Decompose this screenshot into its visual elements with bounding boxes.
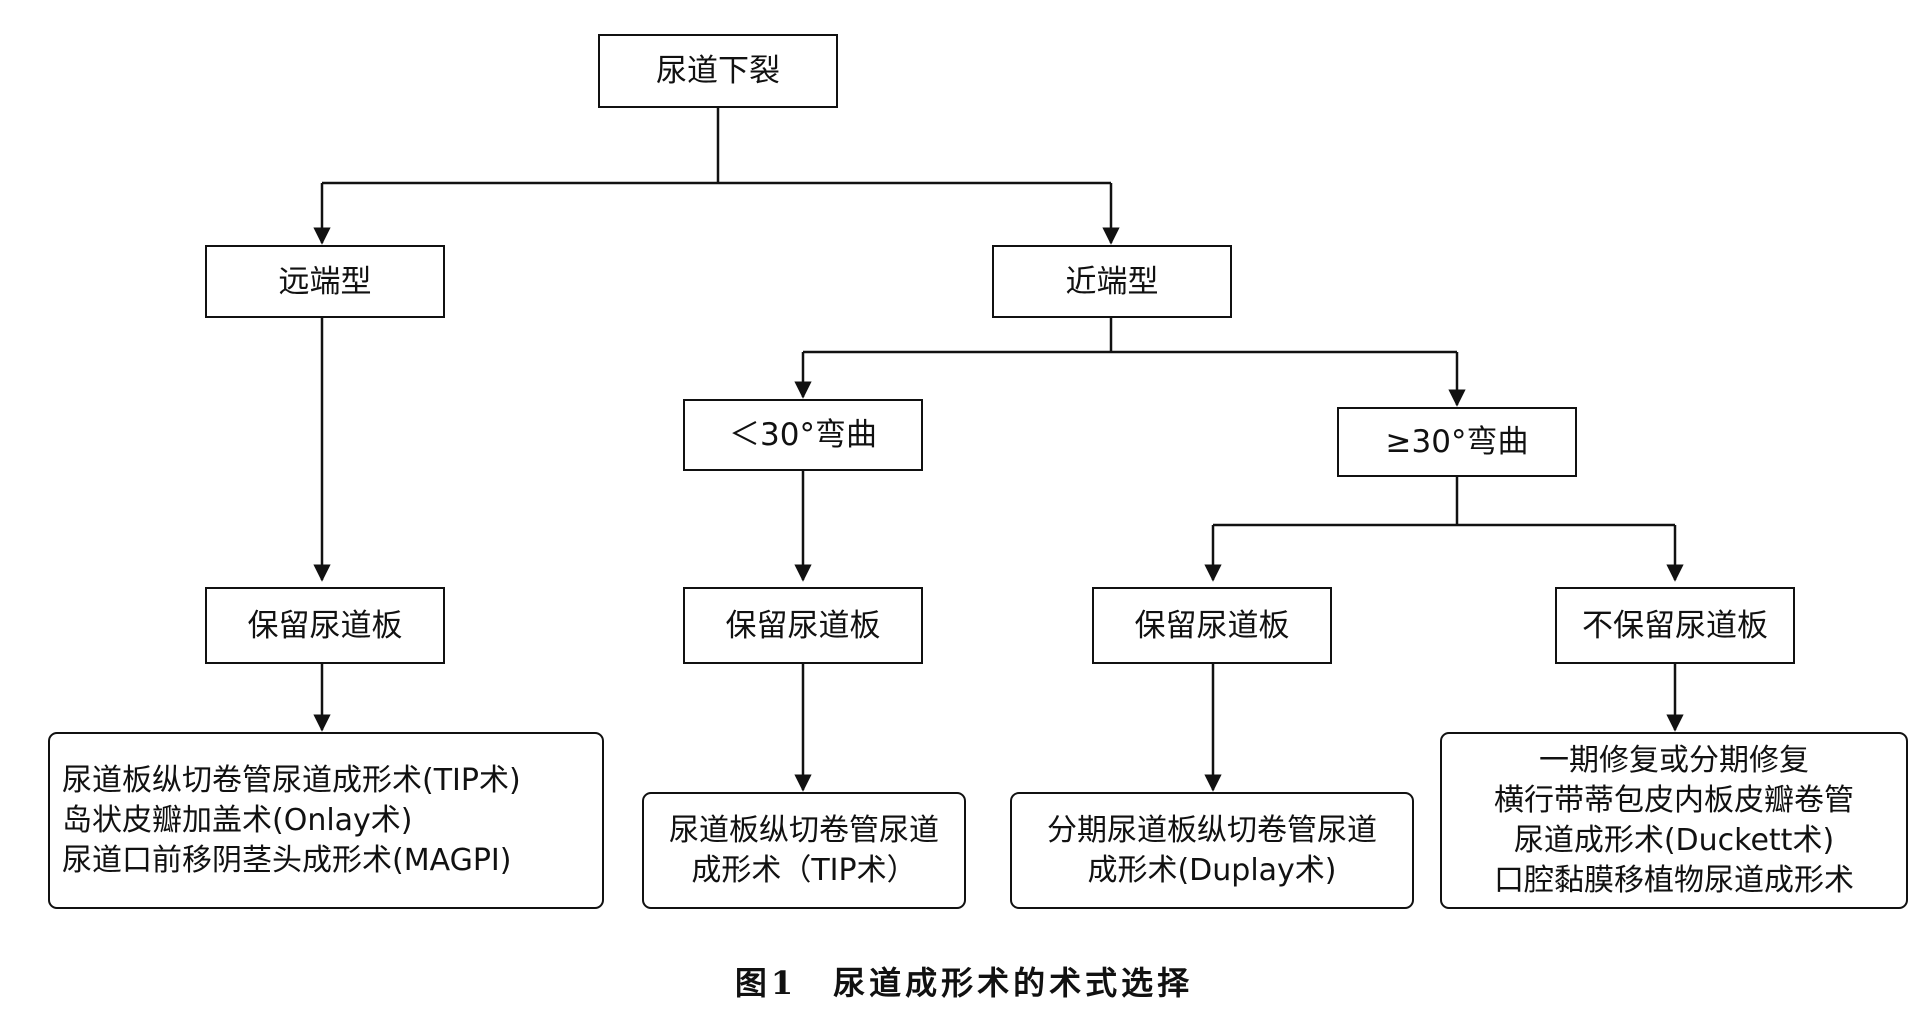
node-hypospadias-label: 尿道下裂 <box>656 53 780 89</box>
lt30-procedure-line-2: 成形术（TIP术） <box>691 852 917 888</box>
node-ge30-preserve-plate: 保留尿道板 <box>1092 587 1332 664</box>
ge30-not-preserve-procedures-box: 一期修复或分期修复 横行带蒂包皮内板皮瓣卷管 尿道成形术(Duckett术) 口… <box>1440 732 1908 909</box>
ge30-not-preserve-procedure-line-3: 尿道成形术(Duckett术) <box>1513 822 1835 858</box>
figure-caption: 图1 尿道成形术的术式选择 <box>734 964 1194 1002</box>
ge30-preserve-procedure-line-1: 分期尿道板纵切卷管尿道 <box>1047 812 1377 848</box>
node-lt30-preserve-plate-label: 保留尿道板 <box>725 607 881 644</box>
ge30-not-preserve-procedure-line-4: 口腔黏膜移植物尿道成形术 <box>1494 862 1854 898</box>
node-lt30-preserve-plate: 保留尿道板 <box>683 587 923 664</box>
node-proximal-label: 近端型 <box>1065 263 1159 300</box>
node-distal: 远端型 <box>205 245 445 318</box>
ge30-not-preserve-procedure-line-2: 横行带蒂包皮内板皮瓣卷管 <box>1494 782 1854 818</box>
distal-procedure-onlay: 岛状皮瓣加盖术(Onlay术) <box>62 802 413 838</box>
node-distal-label: 远端型 <box>278 263 372 300</box>
node-distal-preserve-plate-label: 保留尿道板 <box>247 607 403 644</box>
node-distal-preserve-plate: 保留尿道板 <box>205 587 445 664</box>
node-curvature-ge30-label: ≥30°弯曲 <box>1385 424 1529 460</box>
lt30-procedures-box: 尿道板纵切卷管尿道 成形术（TIP术） <box>642 792 966 909</box>
node-ge30-preserve-plate-label: 保留尿道板 <box>1134 607 1290 644</box>
distal-procedure-magpi: 尿道口前移阴茎头成形术(MAGPI) <box>62 842 512 878</box>
node-proximal: 近端型 <box>992 245 1232 318</box>
ge30-preserve-procedures-box: 分期尿道板纵切卷管尿道 成形术(Duplay术) <box>1010 792 1414 909</box>
node-hypospadias: 尿道下裂 <box>598 34 838 108</box>
node-curvature-ge30: ≥30°弯曲 <box>1337 407 1577 477</box>
ge30-not-preserve-procedure-line-1: 一期修复或分期修复 <box>1539 742 1809 778</box>
node-curvature-lt30: ＜30°弯曲 <box>683 399 923 471</box>
ge30-preserve-procedure-line-2: 成形术(Duplay术) <box>1087 852 1337 888</box>
distal-procedures-box: 尿道板纵切卷管尿道成形术(TIP术) 岛状皮瓣加盖术(Onlay术) 尿道口前移… <box>48 732 604 909</box>
node-ge30-not-preserve-plate: 不保留尿道板 <box>1555 587 1795 664</box>
node-curvature-lt30-label: ＜30°弯曲 <box>729 417 877 453</box>
lt30-procedure-line-1: 尿道板纵切卷管尿道 <box>669 812 939 848</box>
distal-procedure-tip: 尿道板纵切卷管尿道成形术(TIP术) <box>62 762 521 798</box>
node-ge30-not-preserve-plate-label: 不保留尿道板 <box>1582 607 1768 644</box>
